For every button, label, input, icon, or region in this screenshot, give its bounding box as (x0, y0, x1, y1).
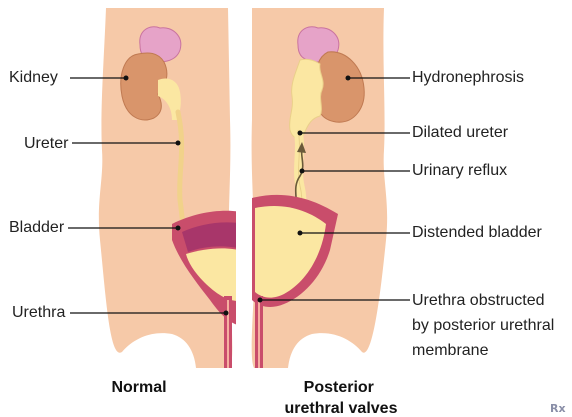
label-urinary-reflux: Urinary reflux (412, 162, 507, 179)
label-urethra: Urethra (12, 304, 65, 321)
caption-posterior-line-1: Posterior (304, 379, 374, 396)
panel-divider (236, 0, 252, 372)
pathology-figure (252, 8, 388, 368)
normal-torso (99, 8, 232, 368)
captions: Normal Posterior urethral valves (111, 379, 397, 417)
caption-posterior: Posterior urethral valves (285, 379, 398, 417)
rx-watermark: Rx (550, 402, 566, 415)
label-urethra-obstructed-line-3: membrane (412, 342, 489, 359)
caption-normal: Normal (111, 379, 166, 396)
label-dilated-ureter: Dilated ureter (412, 124, 509, 141)
normal-ureter (178, 112, 184, 224)
label-urethra-obstructed: Urethra obstructed by posterior urethral… (412, 292, 559, 359)
label-urethra-obstructed-line-1: Urethra obstructed (412, 292, 545, 309)
caption-posterior-line-2: urethral valves (285, 400, 398, 417)
label-urethra-obstructed-line-2: by posterior urethral (412, 317, 554, 334)
label-distended-bladder: Distended bladder (412, 224, 543, 241)
label-ureter: Ureter (24, 135, 69, 152)
label-bladder: Bladder (9, 219, 65, 236)
label-kidney: Kidney (9, 69, 58, 86)
label-hydronephrosis: Hydronephrosis (412, 69, 524, 86)
